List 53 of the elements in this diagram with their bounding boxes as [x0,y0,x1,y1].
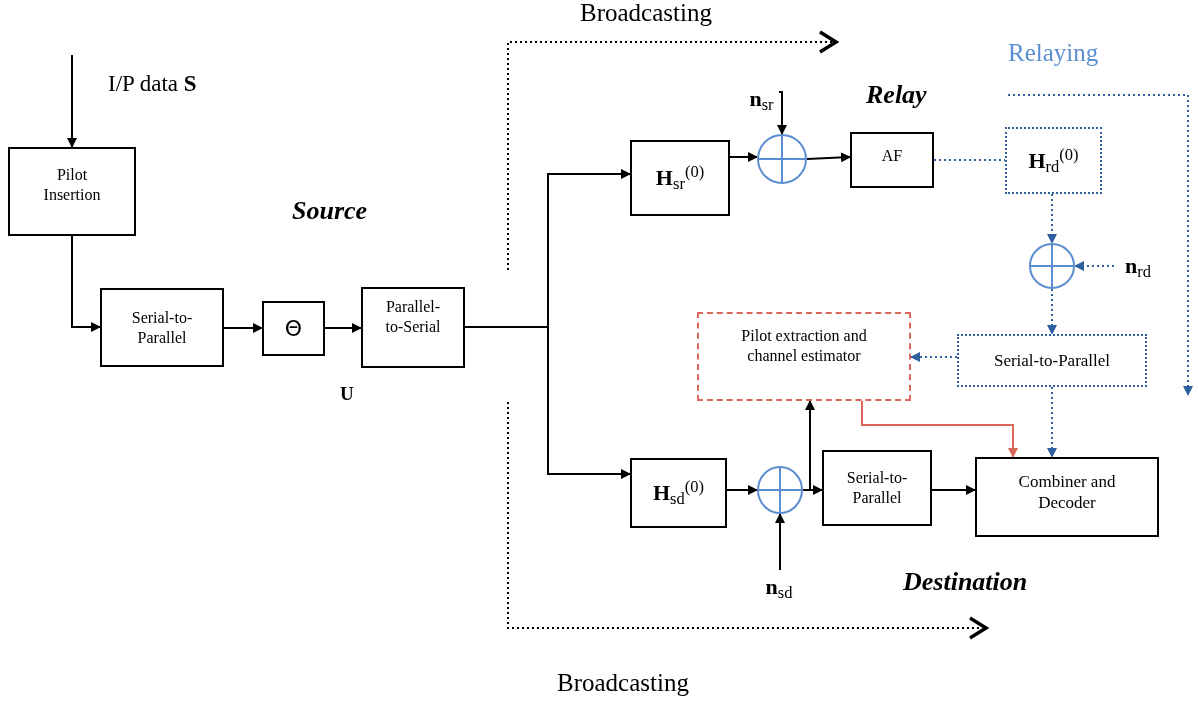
noise-label: n$_{sd}$ [756,570,802,604]
annotation: Broadcasting [580,0,712,25]
noise-label: n$_{rd}$ [1114,250,1162,282]
arrow [802,400,815,491]
annotation: I/P data S [108,72,197,95]
block [262,301,325,356]
arrow [71,235,101,332]
annotation: Broadcasting [557,670,689,695]
block [975,457,1159,537]
arrow [464,326,631,479]
block [697,312,911,401]
block [361,287,465,368]
summing-junction [1029,243,1075,289]
block-label: Parallel-to-Serial [384,297,442,337]
arrow [1047,193,1057,244]
block-label: AF [881,146,903,166]
arrow [726,485,758,495]
arrow [223,323,263,333]
arrow [1074,261,1115,271]
arrow [806,152,851,163]
section-title: Destination [903,569,1028,595]
block [630,458,727,528]
block-label: Combiner and Decoder [1017,471,1117,514]
arrow [775,513,785,571]
block-label: Serial-to-Parallel [845,468,909,508]
block-label: Serial-to-Parallel [993,349,1111,372]
block [8,147,136,236]
section-title: Source [292,198,368,224]
arrow [777,91,787,135]
block [100,288,224,367]
arrow [729,152,758,162]
block [957,334,1147,387]
block [1005,127,1102,194]
summing-junction [757,134,807,184]
summing-junction [757,466,803,514]
block-label: Pilot extraction and channel estimator [740,326,868,366]
arrow [1047,386,1057,458]
noise-label: n$_{sr}$ [744,84,779,114]
arrow [1047,288,1057,335]
arrow [67,54,77,148]
arrow [931,485,976,495]
arrow [324,323,362,333]
section-title: Relay [866,82,927,108]
block-label: Θ [284,314,303,343]
annotation: Relaying [1008,40,1099,65]
arrow [861,400,1018,458]
block [630,140,730,216]
annotation: U [340,384,354,403]
block-label: Serial-to-Parallel [130,307,194,348]
block [850,132,934,188]
arrow [910,352,958,362]
block [822,450,932,526]
block-label: Pilot Insertion [42,165,102,205]
